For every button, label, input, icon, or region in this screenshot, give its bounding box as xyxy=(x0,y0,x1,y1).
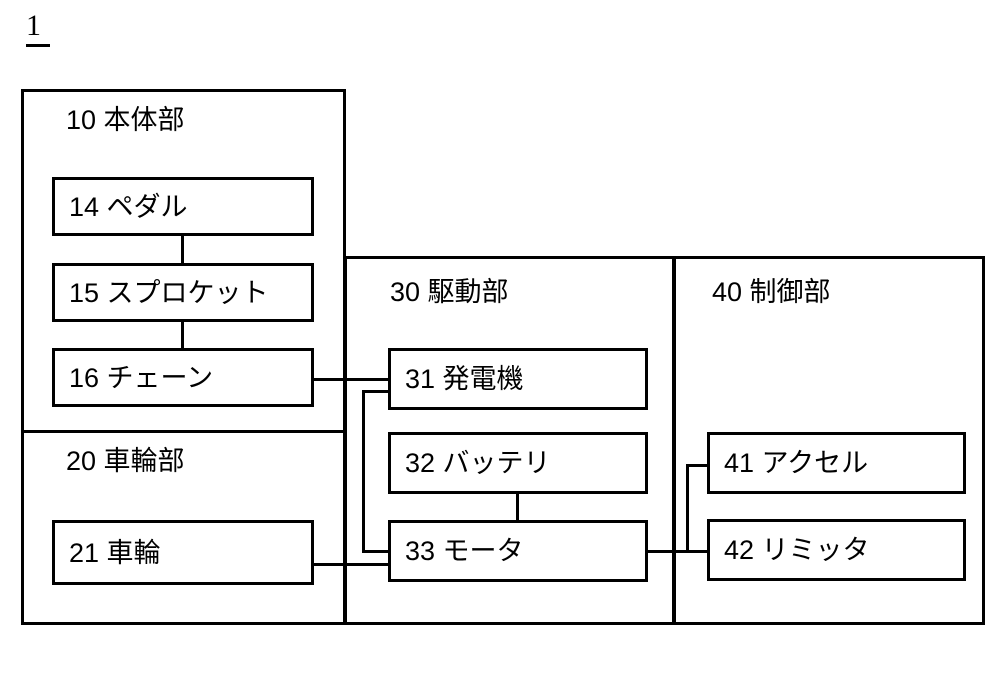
component-box-sprocket[interactable]: 15 スプロケット xyxy=(52,263,314,322)
component-box-generator[interactable]: 31 発電機 xyxy=(388,348,648,410)
connector-pedal-sprocket xyxy=(181,233,184,264)
connector-generator-motor-vertical xyxy=(362,390,365,553)
container-title-control-unit: 40 制御部 xyxy=(712,277,831,307)
component-box-accel[interactable]: 41 アクセル xyxy=(707,432,966,494)
component-box-wheel[interactable]: 21 車輪 xyxy=(52,520,314,585)
component-label-sprocket: 15 スプロケット xyxy=(69,277,269,308)
component-label-motor: 33 モータ xyxy=(405,536,524,566)
connector-wheel-motor xyxy=(313,563,391,566)
connector-battery-motor xyxy=(516,494,519,523)
connector-control-branch-vertical xyxy=(686,464,689,553)
connector-generator-motor-bottom-stub xyxy=(362,550,391,553)
connector-sprocket-chain xyxy=(181,322,184,348)
component-label-pedal: 14 ペダル xyxy=(69,191,188,222)
connector-generator-motor-top-stub xyxy=(362,390,391,393)
container-title-drive-unit: 30 駆動部 xyxy=(390,277,509,307)
connector-control-accel-stub xyxy=(686,464,710,467)
container-title-wheel-unit: 20 車輪部 xyxy=(66,446,185,476)
connector-chain-generator xyxy=(313,378,391,381)
component-label-battery: 32 バッテリ xyxy=(405,448,551,478)
figure-number: 1 xyxy=(26,9,41,42)
connector-motor-control-horizontal xyxy=(645,550,710,553)
component-label-chain: 16 チェーン xyxy=(69,362,214,393)
component-label-wheel: 21 車輪 xyxy=(69,537,161,568)
component-box-battery[interactable]: 32 バッテリ xyxy=(388,432,648,494)
component-box-limiter[interactable]: 42 リミッタ xyxy=(707,519,966,581)
component-label-accel: 41 アクセル xyxy=(724,448,869,478)
component-box-motor[interactable]: 33 モータ xyxy=(388,520,648,582)
container-title-body-unit: 10 本体部 xyxy=(66,105,185,135)
component-label-limiter: 42 リミッタ xyxy=(724,535,870,565)
component-box-pedal[interactable]: 14 ペダル xyxy=(52,177,314,236)
component-box-chain[interactable]: 16 チェーン xyxy=(52,348,314,407)
component-label-generator: 31 発電機 xyxy=(405,364,524,394)
figure-number-underline xyxy=(26,44,50,47)
